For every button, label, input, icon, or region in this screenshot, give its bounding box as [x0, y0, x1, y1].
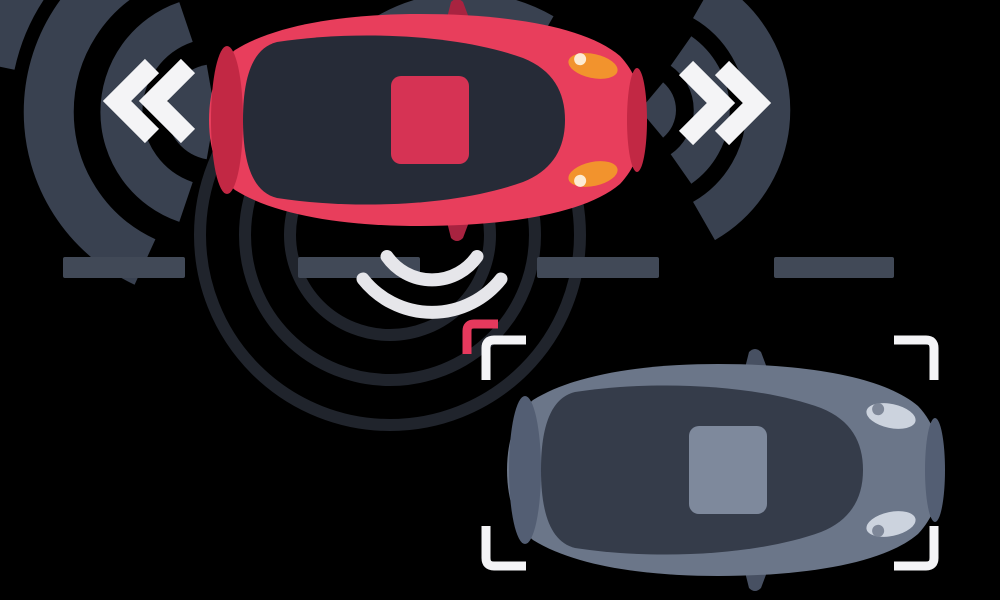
- red-car-mirror-bottom: [447, 222, 469, 241]
- gray-car-headlight-bottom: [866, 511, 916, 537]
- chevron-left-icon: [102, 58, 196, 144]
- bracket-top-right: [894, 335, 939, 380]
- headlight-dot: [872, 403, 885, 416]
- red-car-mirror-top: [447, 0, 469, 18]
- lane-dash: [774, 257, 894, 278]
- lane-markings: [63, 257, 894, 278]
- sonar-wave-inner: [380, 250, 484, 287]
- bracket-bottom-left: [481, 526, 526, 571]
- red-car-front-shade: [627, 68, 647, 172]
- lane-dash: [63, 257, 185, 278]
- sonar-waves-icon: [356, 250, 508, 319]
- gray-car-mirror-top: [745, 349, 767, 368]
- sensor-arc: [692, 0, 791, 241]
- gray-car-rear-shade: [509, 396, 541, 544]
- headlight-dot: [872, 524, 885, 537]
- headlight-dot: [574, 53, 587, 66]
- detection-brackets: [481, 335, 939, 571]
- lane-dash: [537, 257, 659, 278]
- red-car-roof: [391, 76, 469, 164]
- sensor-arc: [23, 0, 156, 285]
- chevron-right-icon: [678, 60, 772, 146]
- gray-car: [507, 349, 945, 591]
- bracket-top-left: [481, 335, 526, 380]
- gray-car-roof: [689, 426, 767, 514]
- sonar-wave-outer: [356, 272, 508, 319]
- red-car-headlight-bottom: [568, 161, 618, 187]
- sensor-wedge: [640, 82, 676, 138]
- red-car: [209, 0, 647, 241]
- gray-car-headlight-top: [866, 403, 916, 429]
- gray-car-front-shade: [925, 418, 945, 522]
- red-car-rear-shade: [211, 46, 243, 194]
- headlight-dot: [574, 174, 587, 187]
- red-car-headlight-top: [568, 53, 618, 79]
- red-corner-marker: [462, 319, 498, 354]
- bracket-bottom-right: [894, 526, 939, 571]
- gray-car-mirror-bottom: [745, 572, 767, 591]
